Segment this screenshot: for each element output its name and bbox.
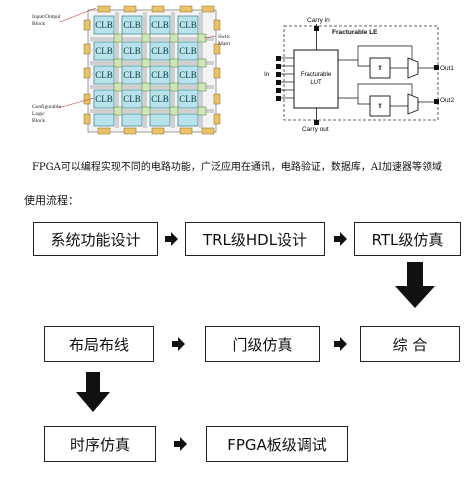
clb-label: CLB xyxy=(179,94,197,104)
configurable-logic-label-3: Block xyxy=(32,118,45,124)
in-label: In xyxy=(264,71,270,78)
arrow-right-icon xyxy=(165,232,178,246)
carry-in-label: Carry in xyxy=(307,17,330,24)
fpga-grid-diagram: CLB CLB CLB CLB CLB CLB CLB CLB CLB CLB … xyxy=(32,5,234,135)
step-hdl-design: TRL级HDL设计 xyxy=(185,222,325,256)
io-block-label: Input/Output xyxy=(32,14,61,20)
out2-label: Out2 xyxy=(440,97,454,104)
ff-label: ff xyxy=(378,104,382,110)
out1-label: Out1 xyxy=(440,65,454,72)
switch-matrix-label-2: Matrix xyxy=(218,41,230,47)
clb-label: CLB xyxy=(123,70,141,80)
arrow-down-icon xyxy=(76,372,110,412)
clb-label: CLB xyxy=(179,20,197,30)
arrow-left-flow-icon xyxy=(172,337,185,351)
arrow-right-icon xyxy=(174,437,187,451)
clb-label: CLB xyxy=(95,46,113,56)
flow-heading: 使用流程： xyxy=(24,194,79,207)
step-gate-sim: 门级仿真 xyxy=(205,326,320,362)
fracturable-le-diagram: Carry in Fracturable LE In Carry out Out… xyxy=(264,17,454,133)
clb-label: CLB xyxy=(95,20,113,30)
lut-label: Fracturable xyxy=(301,72,332,78)
clb-label: CLB xyxy=(123,20,141,30)
step-timing-sim: 时序仿真 xyxy=(44,426,156,462)
io-block-label-2: Block xyxy=(32,21,45,27)
clb-label: CLB xyxy=(123,94,141,104)
clb-label: CLB xyxy=(179,46,197,56)
step-board-debug: FPGA板级调试 xyxy=(206,426,348,462)
clb-label: CLB xyxy=(151,46,169,56)
le-title: Fracturable LE xyxy=(332,29,378,36)
fpga-architecture-figure: CLB CLB CLB CLB CLB CLB CLB CLB CLB CLB … xyxy=(30,4,234,136)
lut-label-2: LUT xyxy=(310,80,322,86)
clb-label: CLB xyxy=(179,70,197,80)
arrow-left-flow-icon xyxy=(334,337,347,351)
clb-label: CLB xyxy=(95,94,113,104)
carry-out-label: Carry out xyxy=(302,126,329,133)
switch-matrix-label: Switch xyxy=(218,34,230,40)
step-system-design: 系统功能设计 xyxy=(33,222,158,256)
ff-label: ff xyxy=(378,66,382,72)
step-place-route: 布局布线 xyxy=(44,326,154,362)
fpga-caption: FPGA可以编程实现不同的电路功能，广泛应用在通讯，电路验证，数据库，AI加速器… xyxy=(31,162,443,173)
configurable-logic-label-2: Logic xyxy=(32,111,45,117)
configurable-logic-label: Configurable xyxy=(32,103,62,110)
clb-label: CLB xyxy=(95,70,113,80)
step-synthesis: 综 合 xyxy=(360,326,460,362)
arrow-right-icon xyxy=(334,232,347,246)
step-rtl-sim: RTL级仿真 xyxy=(354,222,461,256)
fracturable-le-figure: Carry in Fracturable LE In Carry out Out… xyxy=(262,10,462,138)
clb-label: CLB xyxy=(151,94,169,104)
clb-label: CLB xyxy=(151,70,169,80)
clb-label: CLB xyxy=(123,46,141,56)
arrow-down-icon xyxy=(395,262,435,308)
clb-label: CLB xyxy=(151,20,169,30)
